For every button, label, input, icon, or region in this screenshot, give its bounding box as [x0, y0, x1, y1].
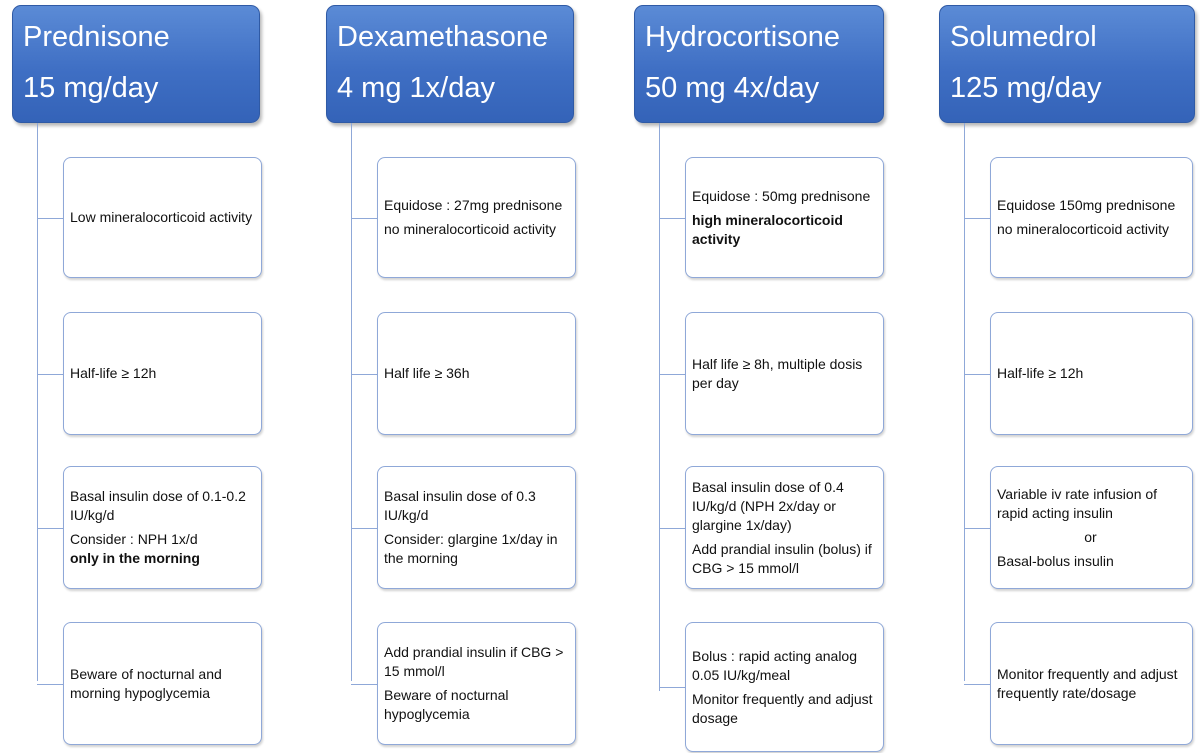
card-text: Variable iv rate infusion of rapid actin… — [997, 485, 1158, 521]
card-text: Half-life ≥ 12h — [70, 365, 157, 381]
card-text: no mineralocorticoid activity — [384, 221, 556, 237]
drug-dose: 15 mg/day — [23, 72, 159, 104]
connector-branch — [37, 374, 63, 375]
drug-name: Dexamethasone — [337, 21, 549, 53]
card-text: Half life ≥ 36h — [384, 365, 470, 381]
drug-dose: 50 mg 4x/day — [645, 72, 820, 104]
connector-branch — [659, 374, 685, 375]
connector-branch — [964, 528, 990, 529]
connector-branch — [351, 684, 377, 685]
connector-branch — [964, 374, 990, 375]
card-text: Monitor frequently and adjust frequently… — [997, 665, 1178, 701]
card-text: Basal insulin dose of 0.1-0.2 IU/kg/d — [70, 488, 246, 523]
card-text: Add prandial insulin if CBG > 15 mmol/l — [384, 644, 564, 679]
drug-header-dexamethasone: Dexamethasone 4 mg 1x/day — [326, 5, 574, 123]
card-text: Equidose : 27mg prednisone — [384, 197, 563, 213]
card-text: Basal-bolus insulin — [997, 552, 1114, 569]
connector-branch — [351, 218, 377, 219]
card-text: Basal insulin dose of 0.4 IU/kg/d (NPH 2… — [692, 478, 844, 533]
connector-spine — [37, 123, 38, 681]
connector-spine — [964, 123, 965, 681]
info-card: Beware of nocturnal and morning hypoglyc… — [63, 622, 262, 745]
connector-branch — [37, 218, 63, 219]
connector-branch — [659, 218, 685, 219]
connector-branch — [37, 528, 63, 529]
card-text: Consider : NPH 1x/d — [70, 531, 198, 547]
connector-spine — [351, 123, 352, 681]
card-text: Basal insulin dose of 0.3 IU/kg/d — [384, 488, 536, 523]
drug-dose: 125 mg/day — [950, 72, 1102, 104]
card-text: Half life ≥ 8h, multiple dosis per day — [692, 355, 863, 391]
card-text: Half-life ≥ 12h — [997, 365, 1084, 381]
connector-branch — [37, 684, 63, 685]
info-card: Monitor frequently and adjust frequently… — [990, 622, 1193, 745]
info-card: Bolus : rapid acting analog 0.05 IU/kg/m… — [685, 622, 884, 752]
drug-name: Hydrocortisone — [645, 21, 841, 53]
connector-branch — [351, 374, 377, 375]
drug-header-solumedrol: Solumedrol 125 mg/day — [939, 5, 1195, 123]
info-card: Variable iv rate infusion of rapid actin… — [990, 466, 1193, 589]
drug-dose: 4 mg 1x/day — [337, 72, 495, 104]
info-card: Low mineralocorticoid activity — [63, 157, 262, 278]
connector-branch — [659, 528, 685, 529]
info-card: Equidose : 27mg prednisone no mineralocor… — [377, 157, 576, 278]
card-text: Bolus : rapid acting analog 0.05 IU/kg/m… — [692, 647, 857, 683]
connector-branch — [351, 528, 377, 529]
info-card: Equidose 150mg prednisone no mineralocort… — [990, 157, 1193, 278]
drug-name: Prednisone — [23, 21, 170, 53]
connector-branch — [659, 687, 685, 688]
card-text: Monitor frequently and adjust dosage — [692, 690, 873, 726]
info-card: Half-life ≥ 12h — [63, 312, 262, 435]
card-text: no mineralocorticoid activity — [997, 221, 1169, 237]
card-text: Equidose : 50mg prednisone — [692, 187, 871, 204]
info-card: Basal insulin dose of 0.4 IU/kg/d (NPH 2… — [685, 466, 884, 589]
info-card: Equidose : 50mg prednisone high mineraloc… — [685, 157, 884, 278]
card-text: Equidose 150mg prednisone — [997, 197, 1176, 213]
card-text: Add prandial insulin (bolus) if CBG > 15… — [692, 540, 872, 576]
card-text: high mineralocorticoid activity — [692, 211, 843, 247]
card-text: only in the morning — [70, 550, 200, 566]
card-text: Low mineralocorticoid activity — [70, 209, 253, 225]
info-card: Half life ≥ 36h — [377, 312, 576, 435]
connector-spine — [659, 123, 660, 691]
info-card: Half life ≥ 8h, multiple dosis per day — [685, 312, 884, 435]
connector-branch — [964, 684, 990, 685]
info-card: Half-life ≥ 12h — [990, 312, 1193, 435]
drug-name: Solumedrol — [950, 21, 1097, 53]
drug-header-hydrocortisone: Hydrocortisone 50 mg 4x/day — [634, 5, 884, 123]
card-text: Consider: glargine 1x/day in the morning — [384, 531, 558, 566]
card-text: Beware of nocturnal hypoglycemia — [384, 687, 509, 722]
card-text: Beware of nocturnal and morning hypoglyc… — [70, 665, 222, 701]
card-text: or — [1084, 528, 1097, 545]
drug-header-prednisone: Prednisone 15 mg/day — [12, 5, 260, 123]
connector-branch — [964, 218, 990, 219]
